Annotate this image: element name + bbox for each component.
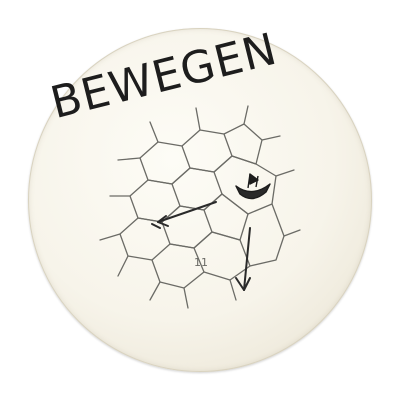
- hex-cell: [213, 155, 277, 215]
- hex-cell: [151, 243, 205, 289]
- hex-spur: [275, 169, 295, 177]
- hex-mark: 11: [194, 256, 208, 269]
- hex-spur: [261, 135, 281, 141]
- movement-token[interactable]: [28, 28, 372, 372]
- hex-spur: [195, 107, 201, 131]
- hex-spur: [149, 281, 161, 301]
- hex-spur: [229, 279, 237, 301]
- hex-cell: [139, 141, 191, 185]
- hex-spur: [149, 121, 159, 143]
- hex-cell: [193, 231, 251, 281]
- ship-icon: [235, 173, 271, 200]
- token-rim: [28, 28, 372, 372]
- hex-spur: [283, 229, 301, 237]
- hex-spur: [243, 105, 249, 125]
- hex-spur: [99, 233, 121, 241]
- hex-spur: [183, 287, 189, 309]
- hex-cell: [249, 203, 285, 267]
- hex-spur: [117, 157, 141, 161]
- hex-cell: [129, 179, 181, 223]
- arrow-down-icon: [235, 227, 251, 291]
- hex-spur: [117, 255, 129, 277]
- arrow-left-icon: [151, 201, 217, 229]
